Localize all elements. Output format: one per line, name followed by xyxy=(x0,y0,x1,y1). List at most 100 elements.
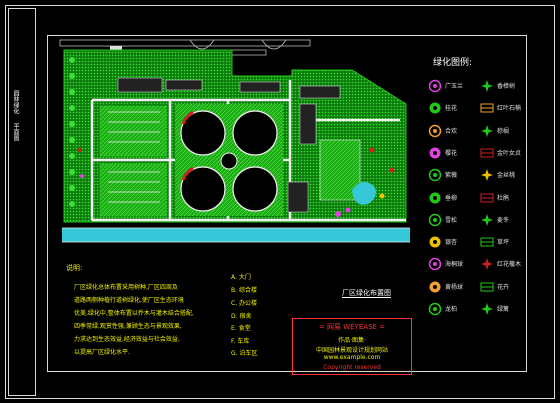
legend-item-label: 垂柳 xyxy=(445,194,458,202)
stamp-line: Copyright reserved xyxy=(323,364,381,371)
plan-title: 厂区绿化布置图 xyxy=(342,289,391,298)
title-block xyxy=(8,8,36,396)
legend-item: 金丝桃 xyxy=(480,167,550,183)
loropetalum-icon xyxy=(480,256,494,271)
hedge-icon xyxy=(480,301,494,315)
legend-item-label: 合欢 xyxy=(445,127,458,135)
palm-icon xyxy=(480,123,494,137)
notes-line: 以提高厂区绿化水平. xyxy=(74,349,130,356)
legend-item: 黄杨球 xyxy=(428,279,498,295)
legend-item: 垂柳 xyxy=(428,190,498,206)
notes-line: 优美,绿化中,整体布置以乔木与灌木结合搭配, xyxy=(74,310,194,317)
key-item: D. 宿舍 xyxy=(231,313,252,320)
legend-item-label: 红花檵木 xyxy=(497,261,522,269)
key-item: C. 办公楼 xyxy=(231,300,258,307)
legend-item-label: 花卉 xyxy=(497,283,510,291)
ginkgo-icon xyxy=(428,234,442,248)
key-item: B. 综合楼 xyxy=(231,287,257,294)
liriope-icon xyxy=(480,212,494,226)
flowers-icon xyxy=(480,279,494,293)
title-block-label: 园林绿化 xyxy=(12,90,19,114)
drawing-frame xyxy=(5,5,555,399)
legend-item: 海桐球 xyxy=(428,256,498,272)
key-item: E. 食堂 xyxy=(231,325,251,332)
boxwood-icon xyxy=(428,279,442,293)
legend-item-label: 红叶石楠 xyxy=(497,105,522,113)
legend-item-label: 金叶女贞 xyxy=(497,149,522,157)
legend-item: 龙柏 xyxy=(428,301,498,317)
key-item: G. 泊车区 xyxy=(231,350,258,357)
legend-item: 金叶女贞 xyxy=(480,145,550,161)
legend-item: 雪松 xyxy=(428,212,498,228)
garden-area xyxy=(287,103,395,217)
stamp-line: 作品·图集· xyxy=(338,337,366,344)
legend-item: 红花檵木 xyxy=(480,256,550,272)
lawn-icon xyxy=(480,234,494,248)
legend-item: 樱花 xyxy=(428,145,498,161)
legend-item: 绿篱 xyxy=(480,301,550,317)
notes-line: 道路两侧种植行道树绿化,使厂区生态环境 xyxy=(74,297,184,304)
camphor-icon xyxy=(480,78,494,92)
legend-item-label: 银杏 xyxy=(445,239,458,247)
copyright-stamp: = 网易 WEYEASE = 作品·图集· 中国园林景观设计规划网站 www.e… xyxy=(292,318,412,375)
key-item: A. 大门 xyxy=(231,274,251,281)
hypericum-icon xyxy=(480,167,494,182)
magnolia-icon xyxy=(428,78,442,93)
legend-item-label: 龙柏 xyxy=(445,306,458,313)
legend-title: 绿化图例: xyxy=(433,58,473,68)
legend-item: 广玉兰 xyxy=(428,78,498,94)
river xyxy=(62,228,410,242)
legend-item-label: 桂花 xyxy=(445,105,458,113)
legend-item-label: 绿篱 xyxy=(497,306,510,313)
legend-item: 麦冬 xyxy=(480,212,550,228)
photinia-icon xyxy=(480,100,494,114)
legend-item: 花卉 xyxy=(480,279,550,295)
buildings-top xyxy=(117,77,341,99)
rect-tanks xyxy=(99,105,167,217)
legend-item-label: 杜鹃 xyxy=(497,194,510,202)
legend-item-label: 广玉兰 xyxy=(445,83,464,90)
legend-item-label: 草坪 xyxy=(497,239,510,247)
legend-item: 合欢 xyxy=(428,123,498,139)
legend-item-label: 麦冬 xyxy=(497,216,510,224)
pittosporum-icon xyxy=(428,256,442,271)
juniper-icon xyxy=(428,301,442,316)
legend-item-label: 金丝桃 xyxy=(497,172,516,180)
circular-tanks xyxy=(175,104,283,216)
stamp-title: = 网易 WEYEASE = xyxy=(318,323,386,331)
notes-heading: 说明: xyxy=(66,264,83,272)
legend-item: 草坪 xyxy=(480,234,550,250)
legend-item-label: 海桐球 xyxy=(445,261,464,269)
inner-border xyxy=(47,35,527,372)
albizia-icon xyxy=(428,123,442,137)
osmanthus-icon xyxy=(428,100,442,114)
legend-item-label: 樱花 xyxy=(445,149,458,157)
legend-item-label: 紫薇 xyxy=(445,172,458,180)
notes-line: 厂区绿化总体布置采用树种,厂区四周及 xyxy=(74,284,178,291)
notes-line: 四季常绿,观赏性强,兼顾生态与景观效果, xyxy=(74,323,182,330)
key-item: F. 车库 xyxy=(231,338,250,345)
azalea-icon xyxy=(480,190,494,204)
cedar-icon xyxy=(428,212,442,227)
legend-item-label: 香樟树 xyxy=(497,83,516,90)
cherry-icon xyxy=(428,145,442,159)
privet-icon xyxy=(480,145,494,159)
legend-item: 杜鹃 xyxy=(480,190,550,206)
crape-myrtle-icon xyxy=(428,167,442,182)
title-block-sublabel: 平面图 xyxy=(12,123,19,141)
stamp-line: www.example.com xyxy=(323,354,381,361)
legend-item: 桂花 xyxy=(428,100,498,116)
legend-item: 银杏 xyxy=(428,234,498,250)
perimeter-trees xyxy=(69,57,84,207)
legend-item: 棕榈 xyxy=(480,123,550,139)
legend-item-label: 黄杨球 xyxy=(445,283,464,291)
stamp-line: 中国园林景观设计规划网站 xyxy=(315,347,388,354)
notes-line: 力求达到生态效益,经济效益与社会效益, xyxy=(74,336,180,343)
legend-item-label: 雪松 xyxy=(445,216,458,224)
willow-icon xyxy=(428,190,442,204)
legend-item: 红叶石楠 xyxy=(480,100,550,116)
legend-item-label: 棕榈 xyxy=(497,127,510,135)
legend-item: 紫薇 xyxy=(428,167,498,183)
legend-item: 香樟树 xyxy=(480,78,550,94)
